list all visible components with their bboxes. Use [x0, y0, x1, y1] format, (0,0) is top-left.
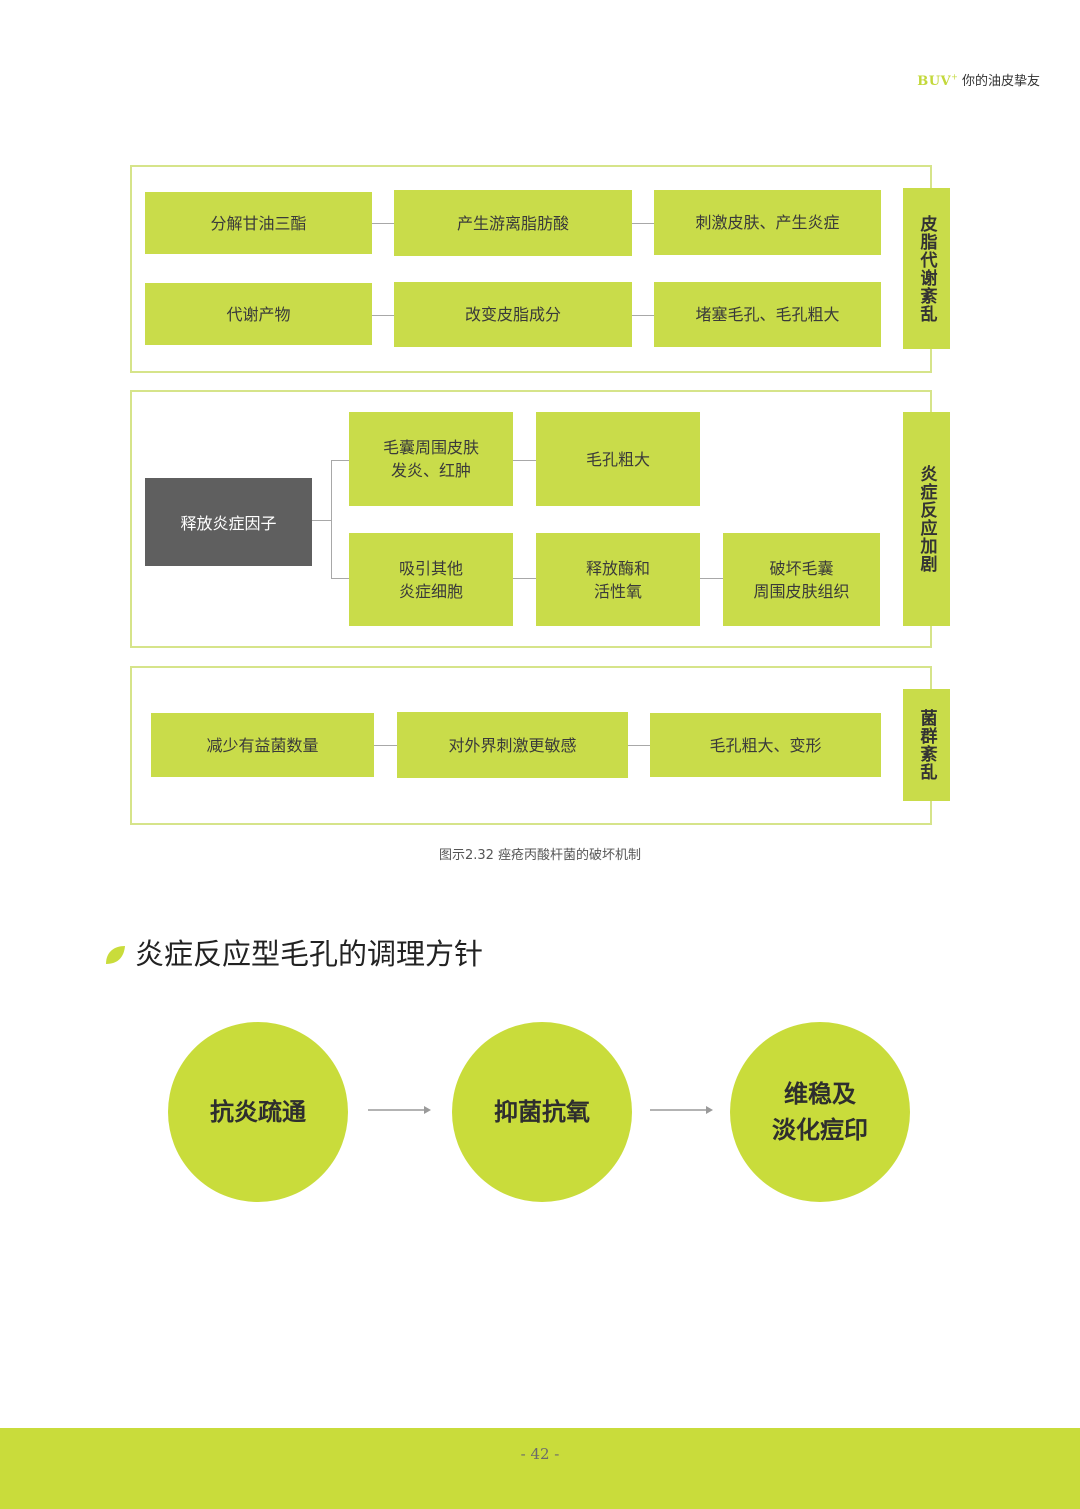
connector-line [632, 223, 654, 224]
flow-box: 刺激皮肤、产生炎症 [654, 190, 881, 255]
connector-line [374, 745, 397, 746]
page-number: - 42 - [520, 1445, 560, 1463]
connector-line [632, 315, 654, 316]
page-header: BUV+ 你的油皮挚友 [917, 72, 1040, 89]
connector-line [331, 460, 349, 461]
flow-box: 改变皮脂成分 [394, 282, 632, 347]
header-tagline: 你的油皮挚友 [961, 74, 1040, 89]
flow-box: 毛孔粗大 [536, 412, 700, 506]
root-box: 释放炎症因子 [145, 478, 312, 566]
flow-box: 吸引其他炎症细胞 [349, 533, 513, 626]
step-circle: 抑菌抗氧 [452, 1022, 632, 1202]
brand-logo: BUV [917, 74, 952, 89]
section-label-sebum: 皮脂代谢紊乱 [903, 188, 950, 349]
connector-line [372, 315, 394, 316]
section-label-flora: 菌群紊乱 [903, 689, 950, 801]
arrow-right-icon [368, 1106, 431, 1114]
arrow-right-icon [650, 1106, 713, 1114]
flow-box: 毛孔粗大、变形 [650, 713, 881, 777]
leaf-icon [106, 946, 125, 964]
flow-box: 对外界刺激更敏感 [397, 712, 628, 778]
flow-box: 释放酶和活性氧 [536, 533, 700, 626]
connector-line [312, 520, 332, 521]
figure-caption: 图示2.32 痤疮丙酸杆菌的破坏机制 [438, 848, 642, 863]
section-label-inflammation: 炎症反应加剧 [903, 412, 950, 626]
connector-line [331, 460, 332, 578]
flow-box: 代谢产物 [145, 283, 372, 345]
footer-band [0, 1428, 1080, 1509]
connector-line [513, 578, 536, 579]
flow-box: 破坏毛囊周围皮肤组织 [723, 533, 880, 626]
connector-line [372, 223, 394, 224]
connector-line [513, 460, 536, 461]
flow-box: 分解甘油三酯 [145, 192, 372, 254]
flow-box: 减少有益菌数量 [151, 713, 374, 777]
section-title: 炎症反应型毛孔的调理方针 [135, 937, 484, 971]
connector-line [700, 578, 723, 579]
flow-box: 堵塞毛孔、毛孔粗大 [654, 282, 881, 347]
connector-line [331, 578, 349, 579]
step-circle: 抗炎疏通 [168, 1022, 348, 1202]
flow-box: 产生游离脂肪酸 [394, 190, 632, 256]
connector-line [628, 745, 650, 746]
step-circle: 维稳及 淡化痘印 [730, 1022, 910, 1202]
flow-box: 毛囊周围皮肤发炎、红肿 [349, 412, 513, 506]
